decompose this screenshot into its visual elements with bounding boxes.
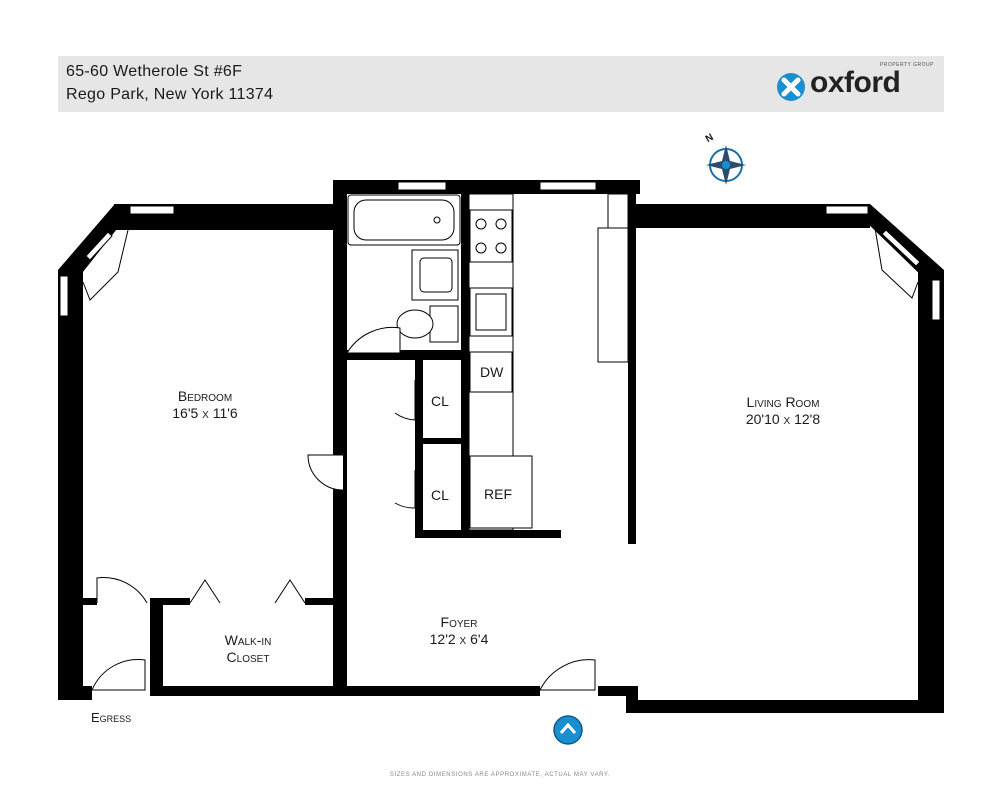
living-room-dims: 20'10 x 12'8 xyxy=(745,411,821,427)
kitchen-fixtures xyxy=(468,193,629,531)
bay-outlines xyxy=(82,227,919,301)
living-room-name: Living Room xyxy=(746,394,820,410)
bedroom-dims: 16'5 x 11'6 xyxy=(172,405,238,421)
dishwasher-label: DW xyxy=(480,364,504,380)
header-bar: 65-60 Wetherole St #6F Rego Park, New Yo… xyxy=(58,56,944,112)
refrigerator-label: REF xyxy=(484,486,512,502)
bedroom-name: Bedroom xyxy=(177,388,233,404)
closet-name-line2: Closet xyxy=(226,649,270,665)
closet1-label: CL xyxy=(431,393,449,409)
oxford-logo: oxford PROPERTY GROUP xyxy=(776,62,936,106)
dishwasher xyxy=(469,351,513,393)
stove xyxy=(469,209,513,263)
compass-icon xyxy=(706,145,746,185)
bathroom-fixtures xyxy=(347,194,461,343)
walls xyxy=(58,180,944,713)
address-line-2: Rego Park, New York 11374 xyxy=(66,86,274,103)
closet2-label: CL xyxy=(431,487,449,503)
windows xyxy=(59,181,941,321)
walk-in-closet-label: Walk-in Closet xyxy=(190,632,306,666)
bedroom-label: Bedroom 16'5 x 11'6 xyxy=(140,388,270,422)
closet-name-line1: Walk-in xyxy=(224,632,272,648)
egress-label: Egress xyxy=(91,710,132,725)
foyer-label: Foyer 12'2 x 6'4 xyxy=(404,614,514,648)
entry-arrow-icon xyxy=(553,715,583,745)
logo-icon xyxy=(777,73,805,101)
toilet xyxy=(429,305,459,343)
doors xyxy=(91,326,596,691)
address-line-1: 65-60 Wetherole St #6F xyxy=(66,63,243,80)
logo-tagline: PROPERTY GROUP xyxy=(879,62,934,68)
foyer-name: Foyer xyxy=(440,614,478,630)
foyer-dims: 12'2 x 6'4 xyxy=(429,631,489,647)
disclaimer: Sizes and dimensions are approximate, ac… xyxy=(389,772,611,778)
logo-wordmark: oxford xyxy=(810,66,901,99)
living-room-label: Living Room 20'10 x 12'8 xyxy=(718,394,848,428)
refrigerator xyxy=(469,455,533,529)
